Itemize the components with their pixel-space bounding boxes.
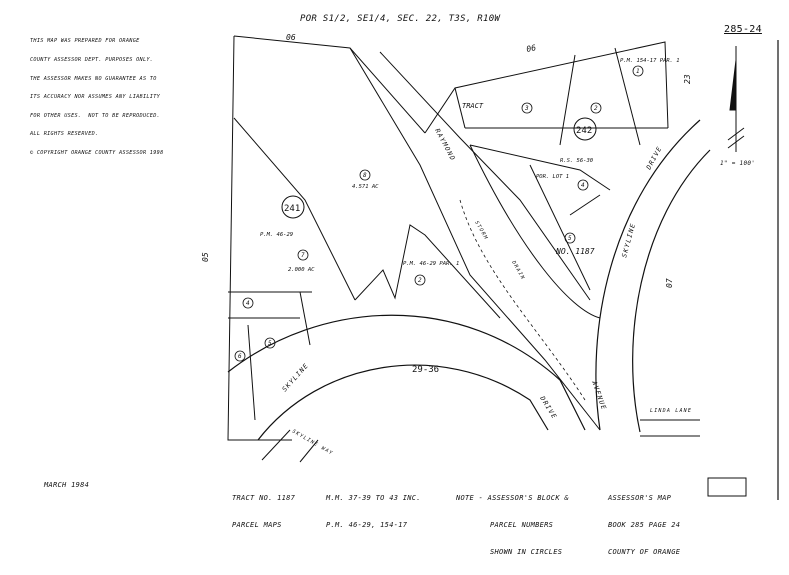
parcel-note: P.M. 154-17 PAR. 1: [620, 58, 680, 64]
footer-tract: TRACT NO. 1187 PARCEL MAPS: [232, 476, 295, 548]
parcel-number: 2: [594, 105, 598, 112]
adjacent-page-left: 05: [201, 252, 210, 262]
parcel-number: 4: [581, 182, 585, 189]
rs-annotation: R.S. 56-30: [560, 158, 594, 164]
footer-book-line: ASSESSOR'S MAP: [608, 494, 672, 502]
road-skyline-way: SKYLINE WAY: [291, 429, 334, 457]
road-linda-lane: LINDA LANE: [650, 408, 692, 414]
road-skyline-drive: SKYLINE: [620, 222, 637, 259]
parcel-number: 8: [363, 172, 367, 179]
pm-annotation: P.M. 46-29: [260, 232, 293, 238]
parcel-number: 7: [301, 252, 305, 259]
parcel-number: 1: [636, 68, 640, 75]
footer-note-line: SHOWN IN CIRCLES: [490, 548, 563, 556]
adjacent-page-top-right: 06: [526, 43, 537, 54]
footer-book-line: COUNTY OF ORANGE: [608, 548, 681, 556]
disclaimer-text: THIS MAP WAS PREPARED FOR ORANGE COUNTY …: [30, 26, 164, 169]
road-raymond: RAYMOND: [433, 127, 457, 162]
adjacent-page-right-top: 23: [683, 74, 692, 84]
disclaimer-line: THE ASSESSOR MAKES NO GUARANTEE AS TO: [30, 75, 157, 82]
road-avenue: AVENUE: [590, 379, 608, 412]
storm-label: STORM: [473, 220, 489, 241]
scale-label: 1" = 100': [720, 160, 756, 167]
assessor-map: THIS MAP WAS PREPARED FOR ORANGE COUNTY …: [30, 14, 779, 556]
road-drive-right: DRIVE: [644, 145, 664, 172]
footer-tract-no: TRACT NO. 1187: [232, 494, 296, 502]
disclaimer-line: © COPYRIGHT ORANGE COUNTY ASSESSOR 1998: [30, 150, 164, 157]
disclaimer-line: ALL RIGHTS RESERVED.: [30, 131, 99, 138]
disclaimer-line: ITS ACCURACY NOR ASSUMES ANY LIABILITY: [30, 94, 161, 101]
footer-mm: M.M. 37-39 TO 43 INC.: [326, 494, 421, 502]
footer-parcel-maps: PARCEL MAPS: [232, 521, 282, 529]
footer-note-line: PARCEL NUMBERS: [490, 521, 554, 529]
parcel-number: 5: [568, 235, 572, 242]
block-241-label: 241: [284, 204, 300, 214]
book-page-number: 285-24: [724, 24, 762, 35]
footer-pm: P.M. 46-29, 154-17: [326, 521, 408, 529]
parcel-number: 4: [246, 300, 250, 307]
parcel-number: 6: [238, 353, 242, 360]
block-29-36-label: 29-36: [412, 365, 439, 375]
map-date: MARCH 1984: [44, 481, 90, 489]
footer-note: NOTE - ASSESSOR'S BLOCK & PARCEL NUMBERS…: [456, 476, 569, 575]
parcel-number: 2: [418, 277, 422, 284]
section-header: POR S1/2, SE1/4, SEC. 22, T3S, R10W: [300, 14, 501, 24]
footer-book-line: BOOK 285 PAGE 24: [608, 521, 681, 529]
road-drive-lower: DRIVE: [538, 394, 559, 421]
footer-map-refs: M.M. 37-39 TO 43 INC. P.M. 46-29, 154-17: [326, 476, 421, 548]
drain-label: DRAIN: [510, 259, 526, 281]
footer-note-line: NOTE - ASSESSOR'S BLOCK &: [456, 494, 569, 502]
disclaimer-line: THIS MAP WAS PREPARED FOR ORANGE: [30, 38, 140, 45]
block-241: 241: [281, 195, 305, 219]
disclaimer-line: FOR OTHER USES. NOT TO BE REPRODUCED.: [30, 112, 161, 119]
parcel-note: POR. LOT 1: [536, 174, 569, 180]
block-242: 242: [573, 117, 597, 141]
tract-number-label: NO. 1187: [555, 247, 595, 256]
adjacent-page-top-left: 06: [286, 33, 296, 42]
parcel-number: 5: [268, 340, 272, 347]
road-skyline-lower: SKYLINE: [281, 361, 311, 393]
adjacent-page-right-mid: 07: [665, 278, 674, 288]
parcel-number: 3: [524, 105, 529, 112]
block-242-label: 242: [576, 126, 592, 136]
parcel-note: 2.000 AC: [288, 267, 315, 273]
map-drawing: 241 242 8 7 2 4 5 6 3 2: [201, 33, 779, 500]
tract-label: TRACT: [462, 102, 484, 110]
footer-book-page: ASSESSOR'S MAP BOOK 285 PAGE 24 COUNTY O…: [608, 476, 680, 575]
disclaimer-line: COUNTY ASSESSOR DEPT. PURPOSES ONLY.: [30, 57, 154, 64]
parcel-note: P.M. 46-29 PAR. 1: [403, 261, 459, 267]
parcel-note: 4.571 AC: [352, 184, 379, 190]
